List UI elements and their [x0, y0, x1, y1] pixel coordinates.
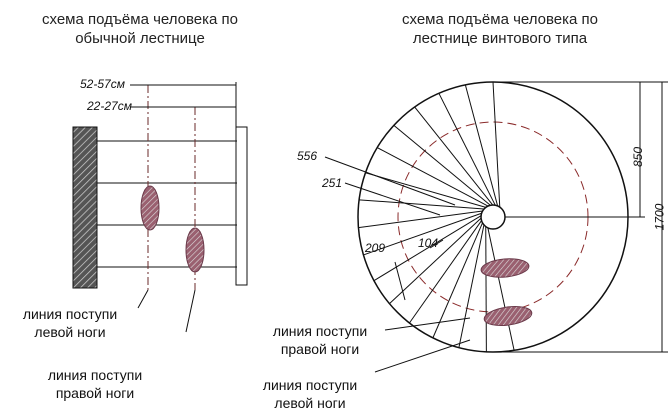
dim-104: 104 [418, 236, 439, 250]
tread-line [409, 220, 482, 324]
tread-line [414, 106, 494, 206]
tread-line [487, 227, 515, 351]
label-line: правой ноги [280, 341, 360, 357]
tread-line [376, 147, 489, 207]
straight-stair [72, 82, 248, 333]
tread-line [389, 217, 482, 305]
right-footprint-spiral [480, 258, 530, 278]
label-line: линия поступи [262, 377, 358, 393]
right-footprint [185, 227, 205, 273]
tread-line [359, 199, 485, 210]
title-line: схема подъёма человека по [401, 11, 599, 28]
tread-line [458, 224, 485, 348]
left-footprint [140, 185, 160, 231]
central-post [480, 204, 506, 230]
wall [72, 126, 98, 289]
right-title: схема подъёма человека по лестнице винто… [360, 10, 640, 48]
dim-209: 209 [365, 241, 386, 255]
handrail [235, 126, 248, 286]
label-spiral-right-foot: линия поступи правой ноги [255, 322, 385, 358]
tread-line [464, 84, 499, 207]
label-line: линия поступи [47, 367, 143, 383]
dim-556: 556 [297, 149, 318, 163]
label-spiral-left-foot: линия поступи левой ноги [245, 376, 375, 412]
tread-line [485, 226, 487, 352]
spiral-stair [324, 81, 668, 373]
tread-line [432, 222, 483, 339]
dim-850: 850 [631, 146, 646, 168]
dim-251: 251 [322, 176, 343, 190]
dim-inner: 22-27см [87, 99, 132, 113]
title-line: обычной лестнице [75, 30, 205, 47]
tread-line [438, 93, 496, 206]
dim-1700: 1700 [652, 203, 667, 231]
label-line: левой ноги [274, 395, 346, 411]
title-line: лестнице винтового типа [412, 30, 588, 47]
label-line: правой ноги [55, 385, 135, 401]
label-left-foot-line: линия поступи левой ноги [5, 305, 135, 341]
tread-line [363, 212, 482, 256]
dim-outer: 52-57см [80, 77, 125, 91]
tread-line [492, 81, 501, 208]
title-line: схема подъёма человека по [41, 11, 239, 28]
left-title: схема подъёма человека по обычной лестни… [20, 10, 260, 48]
tread-line [358, 210, 483, 229]
label-line: линия поступи [272, 323, 368, 339]
tread-line [373, 215, 482, 282]
tread-line [393, 124, 491, 206]
label-line: левой ноги [34, 324, 106, 340]
tread-line [365, 172, 487, 208]
label-line: линия поступи [22, 306, 118, 322]
label-right-foot-line: линия поступи правой ноги [25, 366, 165, 402]
left-footprint-spiral [483, 305, 533, 327]
